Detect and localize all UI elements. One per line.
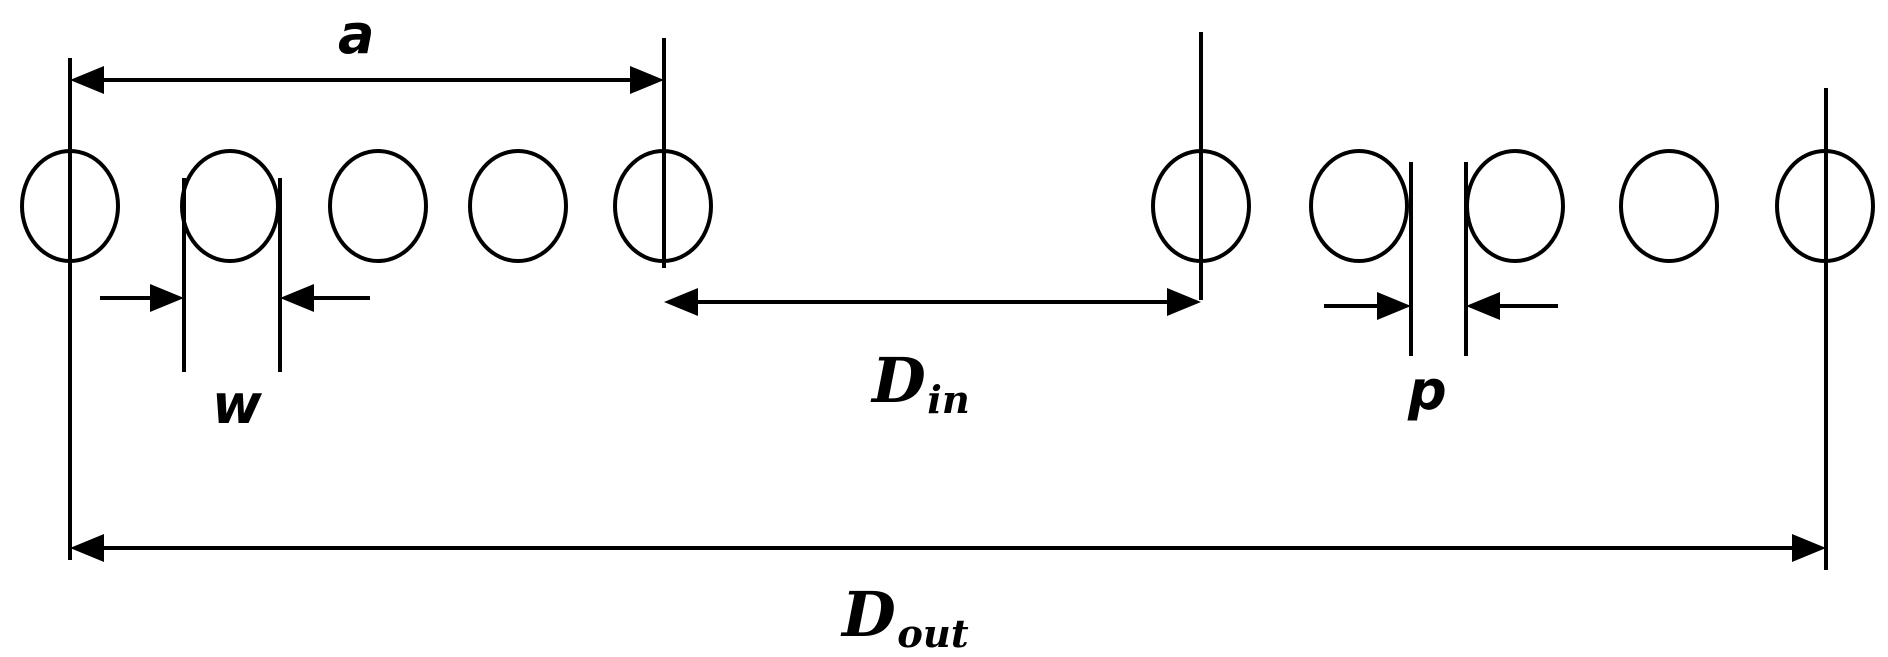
conductor-circle bbox=[1775, 149, 1875, 263]
conductor-circle bbox=[20, 149, 120, 263]
dimension-p bbox=[1324, 292, 1558, 320]
arrowhead-right bbox=[630, 66, 664, 94]
extension-lines bbox=[68, 32, 1828, 570]
label-d-out: Dout bbox=[842, 584, 969, 654]
label-w: w bbox=[212, 373, 262, 436]
conductor-circles bbox=[20, 149, 1875, 263]
label-d-in-sub: in bbox=[927, 377, 970, 423]
conductor-circle bbox=[1309, 149, 1409, 263]
conductor-circle bbox=[613, 149, 713, 263]
arrowhead-right bbox=[150, 284, 184, 312]
arrowhead-right bbox=[1377, 292, 1411, 320]
dimension-a bbox=[70, 66, 664, 94]
arrowhead-left bbox=[280, 284, 314, 312]
dimension-d-out bbox=[70, 534, 1826, 562]
label-d-in: Din bbox=[872, 350, 970, 420]
arrowhead-left bbox=[70, 66, 104, 94]
conductor-circle bbox=[468, 149, 568, 263]
arrowhead-right bbox=[1792, 534, 1826, 562]
arrowhead-right bbox=[1167, 288, 1201, 316]
label-d-out-main: D bbox=[842, 578, 896, 651]
conductor-circle bbox=[1465, 149, 1565, 263]
arrowhead-left bbox=[664, 288, 698, 316]
dimension-w bbox=[100, 284, 370, 312]
arrowhead-left bbox=[1466, 292, 1500, 320]
label-d-in-main: D bbox=[872, 344, 926, 417]
arrowhead-left bbox=[70, 534, 104, 562]
label-d-out-sub: out bbox=[897, 611, 969, 657]
dimension-d-in bbox=[664, 288, 1201, 316]
label-a: a bbox=[338, 3, 375, 66]
conductor-circle bbox=[1619, 149, 1719, 263]
conductor-circle bbox=[1151, 149, 1251, 263]
conductor-circle bbox=[180, 149, 280, 263]
conductor-circle bbox=[328, 149, 428, 263]
label-p: p bbox=[1408, 359, 1447, 422]
